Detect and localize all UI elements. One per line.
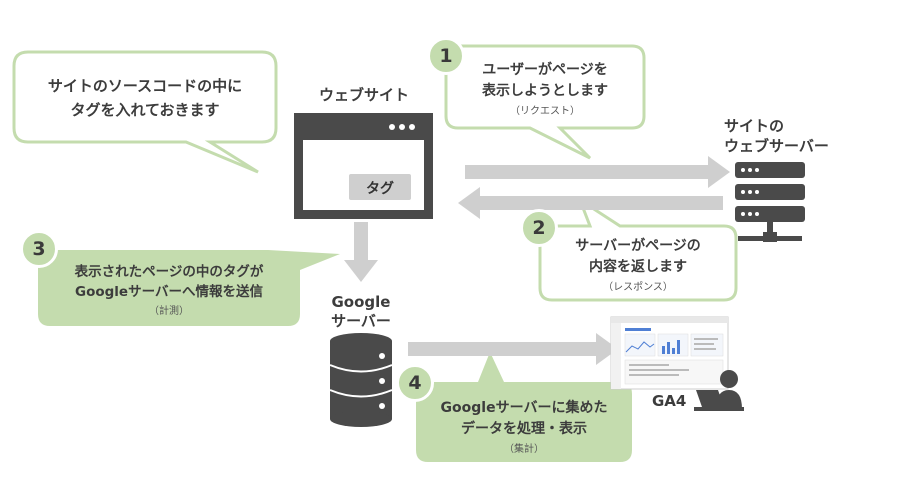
step-2-badge: 2 <box>520 209 558 247</box>
response-arrow <box>458 187 723 219</box>
step-1-line2: 表示しようとします <box>482 83 608 99</box>
step-3-badge: 3 <box>20 230 58 268</box>
step-4-line2: データを処理・表示 <box>461 421 587 437</box>
step-3-bubble <box>38 250 340 326</box>
step-3-line2: Googleサーバーへ情報を送信 <box>75 284 263 300</box>
ga4-label: GA4 <box>652 392 687 410</box>
step-1-line1: ユーザーがページを <box>482 62 608 78</box>
step-1-note: （リクエスト） <box>510 106 580 117</box>
callout-source-text: サイトのソースコードの中に タグを入れておきます <box>14 74 276 122</box>
step-2-note: （レスポンス） <box>603 282 673 293</box>
ga4-report-thumbnail <box>610 316 729 390</box>
google-server-label-line1: Google <box>331 293 391 311</box>
website-window-icon <box>294 113 433 219</box>
step-2-line2: 内容を返します <box>589 259 687 275</box>
web-server-icon <box>735 162 805 242</box>
tag-label: タグ <box>366 181 394 197</box>
step-1-badge: 1 <box>427 37 465 75</box>
site-server-label-line2: ウェブサーバー <box>724 137 829 155</box>
callout-source-bubble <box>12 50 278 174</box>
step-1-text: ユーザーがページを 表示しようとします （リクエスト） <box>446 60 644 117</box>
step-2-text: サーバーがページの 内容を返します （レスポンス） <box>540 236 736 293</box>
step-3-note: （計測） <box>149 306 189 317</box>
callout-source-line1: サイトのソースコードの中に <box>47 77 243 95</box>
step-3-line1: 表示されたページの中のタグが <box>74 264 264 280</box>
google-server-label: Google サーバー <box>320 293 402 331</box>
step-4-text: Googleサーバーに集めた データを処理・表示 （集計） <box>416 398 632 455</box>
website-label: ウェブサイト <box>318 86 409 104</box>
step-4-note: （集計） <box>504 444 544 455</box>
google-server-database-icon <box>329 333 393 427</box>
step-4-line1: Googleサーバーに集めた <box>440 400 608 416</box>
callout-source-line2: タグを入れておきます <box>70 101 220 119</box>
step-3-text: 表示されたページの中のタグが Googleサーバーへ情報を送信 （計測） <box>38 262 300 317</box>
step-4-bubble <box>416 352 632 462</box>
site-server-label-line1: サイトの <box>724 117 785 135</box>
step-2-line1: サーバーがページの <box>575 238 701 254</box>
process-arrow <box>408 333 618 365</box>
tag-send-arrow <box>344 222 378 282</box>
site-server-label: サイトの ウェブサーバー <box>724 116 874 156</box>
step-4-badge: 4 <box>396 364 434 402</box>
analyst-user-icon <box>694 370 744 411</box>
google-server-label-line2: サーバー <box>331 312 391 330</box>
request-arrow <box>465 156 730 188</box>
